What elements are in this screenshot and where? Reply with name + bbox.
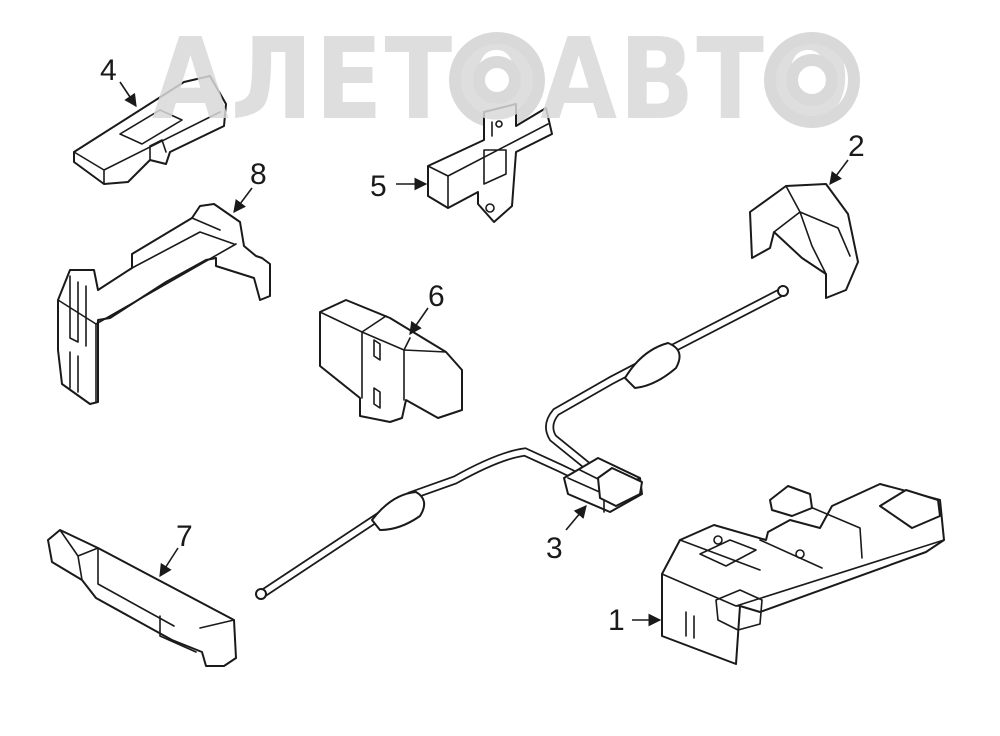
leader-lines (119, 81, 849, 627)
part-4-bracket (73, 75, 227, 185)
leader-7 (159, 547, 179, 578)
leader-4 (119, 81, 137, 108)
callout-4: 4 (100, 54, 117, 87)
watermark-text: АЛЕТОАВТО (152, 15, 852, 145)
leader-2 (829, 159, 849, 186)
part-3-wire-harness (255, 285, 789, 600)
callout-8: 8 (250, 158, 267, 191)
callout-1: 1 (608, 604, 625, 637)
callout-2: 2 (848, 130, 865, 163)
callout-3: 3 (546, 532, 563, 565)
callout-5: 5 (370, 170, 387, 203)
part-7-strip (47, 529, 237, 667)
part-8-bracket (57, 203, 271, 405)
leader-6 (409, 307, 429, 336)
callout-6: 6 (428, 280, 445, 313)
leader-3 (565, 505, 587, 531)
callouts: 1 2 3 4 5 6 7 8 (100, 54, 865, 637)
part-6-mount (319, 299, 463, 423)
callout-7: 7 (176, 520, 193, 553)
part-1-control-module (661, 483, 945, 665)
part-2-cover (749, 183, 859, 299)
part-5-bracket (427, 103, 553, 223)
leader-8 (233, 187, 253, 214)
